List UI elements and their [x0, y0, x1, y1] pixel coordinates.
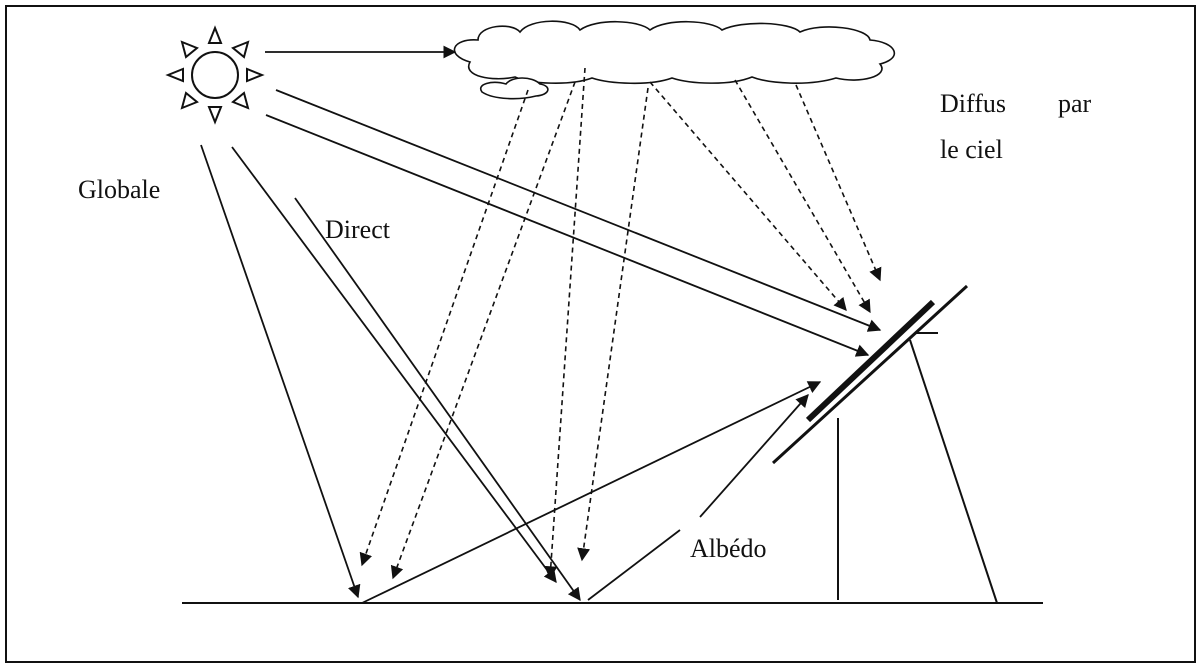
- diffuse-ray-arrows: [359, 67, 882, 580]
- ground-ray-arrows: [200, 144, 581, 602]
- direct-label: Direct: [325, 215, 391, 244]
- sun-icon: [165, 25, 265, 125]
- albedo-reflection-arrows: [361, 381, 822, 604]
- solar-panel-icon: [771, 284, 998, 604]
- diffus-label: Diffus: [940, 89, 1006, 118]
- par-label: par: [1058, 89, 1092, 118]
- diagram-frame: [5, 5, 1196, 663]
- cloud-icon: [453, 20, 896, 100]
- le-ciel-label: le ciel: [940, 135, 1003, 164]
- globale-label: Globale: [78, 175, 160, 204]
- albedo-label: Albédo: [690, 534, 767, 563]
- direct-beam-arrows: [265, 89, 882, 357]
